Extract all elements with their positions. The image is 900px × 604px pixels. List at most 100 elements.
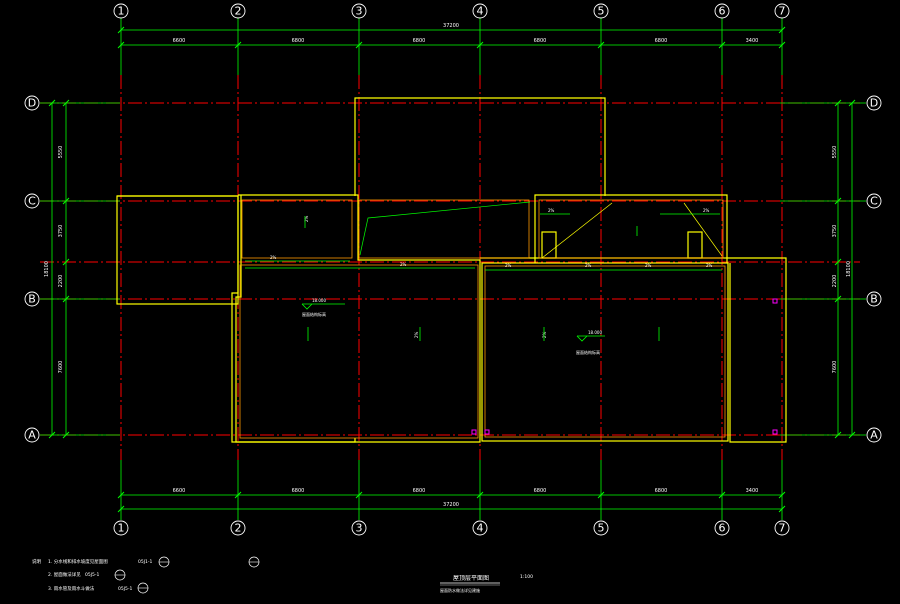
axis-label: 4 (477, 5, 484, 18)
axis-label: 5 (598, 522, 605, 535)
dimension-lines (51, 29, 853, 510)
dim-left-seg: 7600 (58, 361, 64, 374)
axis-label: 7 (779, 5, 786, 18)
roof-drain (471, 429, 477, 435)
axis-bubbles-bottom (113, 520, 790, 536)
wall-right-lower (480, 257, 787, 443)
axis-label: D (28, 97, 36, 110)
inner-upper-mid (358, 199, 530, 259)
dim-left-seg: 3750 (58, 225, 64, 238)
note-item: 3. 雨水管及雨水斗做法 (48, 585, 95, 592)
slope-label: 2% (703, 208, 710, 213)
right-dimensions: 5550 3750 2200 7600 18100 (832, 146, 852, 374)
level-marker-2: 18.000 屋面结构标高 (576, 330, 605, 355)
note-item: 1. 分水线和排水坡度见屋面图 (48, 558, 108, 565)
level-value: 18.000 (588, 330, 602, 335)
note-ref: 05J5-1 (85, 572, 100, 578)
gutter-lines (245, 201, 722, 271)
dim-right-seg: 2200 (832, 275, 838, 288)
vent-box-2 (687, 231, 703, 259)
roof-drain (772, 298, 778, 304)
axis-label: 2 (235, 5, 242, 18)
dim-left-seg: 5550 (58, 146, 64, 159)
dim-bottom-seg: 3400 (746, 488, 759, 494)
roof-drain (484, 429, 490, 435)
legend-notes: 说明 1. 分水线和排水坡度见屋面图 05J1-1 2. 屋面做法详见 05J5… (32, 556, 260, 594)
dim-top-seg: 6800 (534, 38, 547, 44)
axis-label: 7 (779, 522, 786, 535)
slope-label: 2% (706, 263, 713, 268)
slope-label: 2% (645, 263, 652, 268)
dimension-ticks (48, 26, 856, 513)
axis-label: C (870, 195, 878, 208)
note-header: 说明 (32, 558, 41, 565)
inner-main-room (239, 264, 479, 439)
dim-left-seg: 2200 (58, 275, 64, 288)
roof-drains (471, 298, 778, 435)
slope-arrows (304, 216, 660, 341)
axis-bubbles-left (24, 95, 40, 443)
wall-right-upper (534, 194, 728, 263)
vent-box-1 (541, 231, 557, 259)
slope-label: 2% (505, 263, 512, 268)
axis-label: A (28, 429, 36, 442)
inner-right-room (484, 265, 726, 438)
dim-left-total: 18100 (44, 261, 50, 277)
level-note: 屋面结构标高 (576, 349, 600, 355)
slope-label: 2% (548, 208, 555, 213)
note-ref: 05J1-1 (138, 559, 153, 565)
dim-bottom-seg: 6800 (534, 488, 547, 494)
axis-gridlines (40, 75, 860, 460)
axis-label: 3 (356, 5, 363, 18)
top-dimensions: 37200 6600 6800 6800 6800 6800 3400 (173, 23, 759, 44)
dim-bottom-seg: 6600 (173, 488, 186, 494)
dim-bottom-total: 37200 (443, 502, 459, 508)
axis-label: 6 (719, 522, 726, 535)
roof-inner-lines (239, 199, 726, 439)
drawing-scale: 1:100 (520, 574, 533, 580)
axis-label: 1 (118, 522, 125, 535)
drawing-title-block: 屋顶层平面图 1:100 屋面防水做法详见建施 (440, 574, 533, 593)
axis-label: 6 (719, 5, 726, 18)
axis-label: 2 (235, 522, 242, 535)
axis-labels-right: D C B A (870, 97, 878, 442)
axis-label: 4 (477, 522, 484, 535)
axis-bubbles-right (866, 95, 882, 443)
slope-label: 2% (542, 331, 547, 338)
axis-label: 3 (356, 522, 363, 535)
dim-right-seg: 7600 (832, 361, 838, 374)
axis-label: B (870, 293, 878, 306)
level-marker-1: 18.000 屋面结构标高 (301, 298, 345, 317)
slope-label: 2% (270, 255, 277, 260)
roof-outline (116, 97, 787, 443)
slope-label: 2% (400, 262, 407, 267)
dim-top-total: 37200 (443, 23, 459, 29)
dim-top-seg: 3400 (746, 38, 759, 44)
left-dimensions: 5550 3750 2200 7600 18100 (44, 146, 64, 374)
dim-top-seg: 6800 (413, 38, 426, 44)
axis-label: C (28, 195, 36, 208)
axis-labels-top: 1 2 3 4 5 6 7 (118, 5, 786, 18)
axis-label: D (870, 97, 878, 110)
axis-extensions (40, 18, 866, 520)
dim-right-total: 18100 (846, 261, 852, 277)
note-item: 2. 屋面做法详见 (48, 571, 81, 578)
dim-bottom-seg: 6800 (655, 488, 668, 494)
drainage-lines (541, 202, 723, 259)
dim-bottom-seg: 6800 (292, 488, 305, 494)
axis-labels-bottom: 1 2 3 4 5 6 7 (118, 522, 786, 535)
inner-upper-right (538, 199, 724, 259)
dim-top-seg: 6800 (655, 38, 668, 44)
level-note: 屋面结构标高 (302, 311, 326, 317)
slope-label: 2% (414, 331, 419, 338)
axis-label: 1 (118, 5, 125, 18)
note-ref: 05J5-1 (118, 586, 133, 592)
dim-right-seg: 5550 (832, 146, 838, 159)
axis-bubbles-top (113, 3, 790, 19)
slope-label: 2% (585, 263, 592, 268)
slope-labels: 2% 2% 2% 2% 2% 2% 2% 2% 2% 2% 2% (270, 208, 713, 338)
axis-labels-left: D C B A (28, 97, 36, 442)
drawing-subtitle: 屋面防水做法详见建施 (440, 587, 480, 593)
drawing-title: 屋顶层平面图 (453, 575, 489, 582)
